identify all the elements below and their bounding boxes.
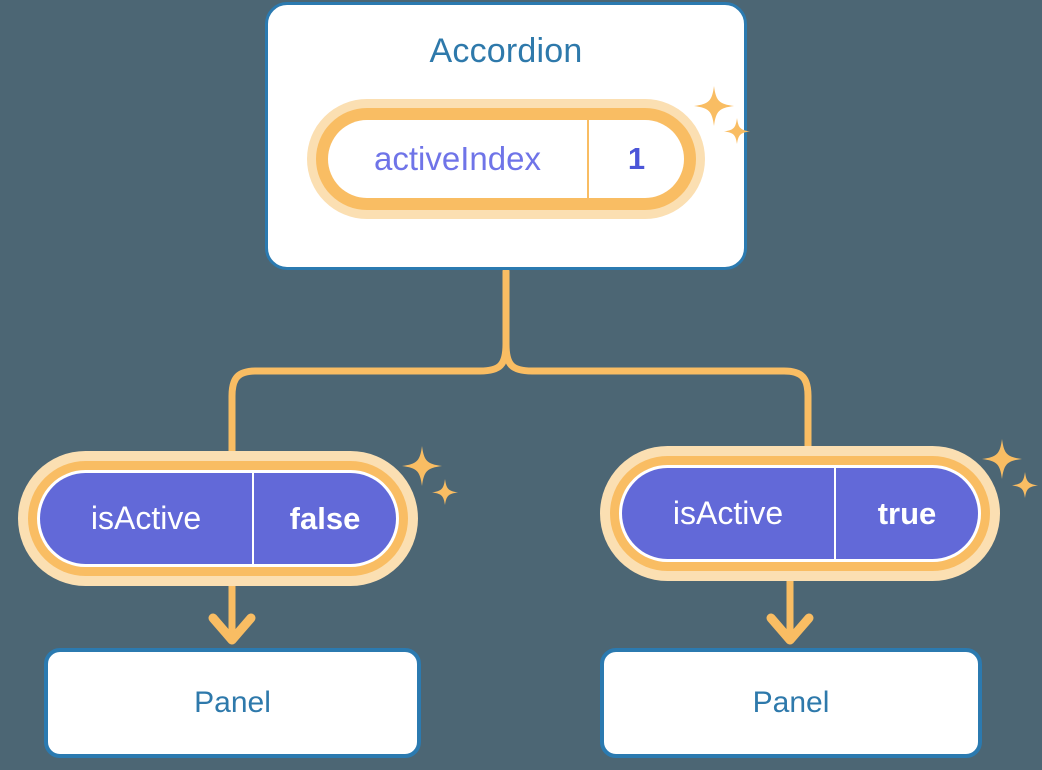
panel-component-card-left[interactable]: Panel	[44, 648, 421, 758]
pill-divider	[587, 120, 589, 198]
accordion-title: Accordion	[429, 32, 583, 70]
pill-body: isActive true	[622, 468, 978, 559]
sparkle-icon-small	[1012, 472, 1038, 498]
pill-body: activeIndex 1	[328, 120, 684, 198]
state-value-label: 1	[627, 141, 646, 176]
state-key-label: activeIndex	[374, 140, 541, 177]
state-pill-is-active-true[interactable]: isActive true	[600, 446, 1000, 581]
sparkle-icon-small	[432, 479, 458, 505]
state-key-label: isActive	[672, 495, 784, 531]
panel-title: Panel	[752, 686, 830, 719]
panel-title: Panel	[194, 686, 271, 719]
panel-component-card-right[interactable]: Panel	[600, 648, 982, 758]
state-pill-is-active-false[interactable]: isActive false	[18, 451, 418, 586]
state-value-label: false	[289, 500, 361, 536]
pill-body: isActive false	[40, 473, 396, 564]
state-key-label: isActive	[90, 500, 202, 536]
state-pill-active-index[interactable]: activeIndex 1	[307, 99, 705, 219]
state-value-label: true	[877, 495, 937, 531]
pill-divider	[252, 473, 254, 564]
pill-divider	[834, 468, 836, 559]
